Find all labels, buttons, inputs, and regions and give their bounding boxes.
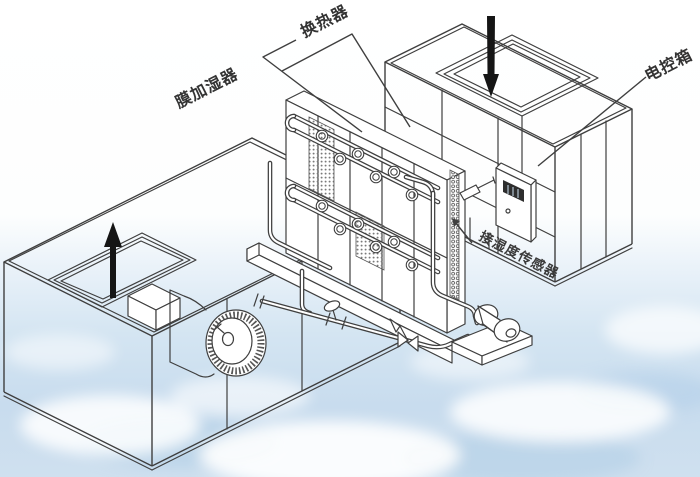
gate-valve [389,318,419,352]
fan-hub [221,331,235,347]
airflow-out-arrow [104,222,122,298]
leader-membrane-humidifier [281,33,411,128]
leader-lines [262,33,647,244]
electric-control-box [469,162,537,250]
leader-control-box [537,76,647,167]
leader-humidity-sensor [454,221,473,244]
wheel-valve [323,300,347,330]
membrane-humidifier-coils [284,113,441,275]
humidity-sensor-probe [459,176,496,201]
leader-heat-exchanger [262,39,363,133]
circulation-pump [451,304,533,366]
right-air-box [384,16,633,287]
piping [253,160,480,350]
perforated-strip [449,169,460,301]
junction-block [127,283,181,331]
control-button [505,208,511,214]
fan-rim-hatch [207,311,265,375]
heat-exchanger-panel [285,90,466,334]
centrifugal-fan [169,289,267,378]
airflow-in-arrow [483,16,499,97]
